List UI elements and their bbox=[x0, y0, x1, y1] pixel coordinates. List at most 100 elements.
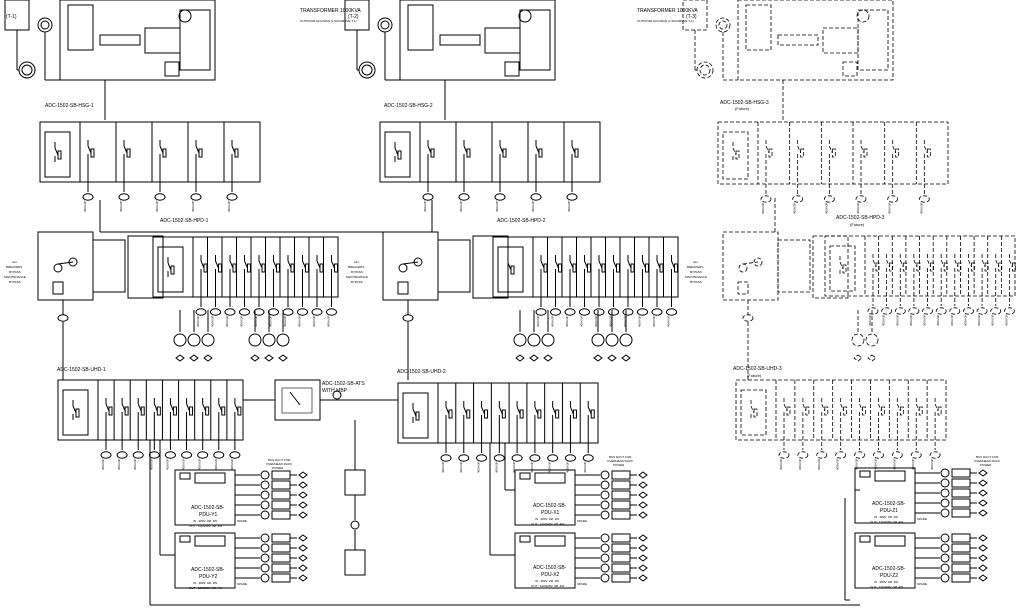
svg-text:MAINTENANCE: MAINTENANCE bbox=[685, 275, 707, 279]
pdu-breaker bbox=[271, 543, 291, 553]
main-section bbox=[384, 131, 411, 178]
pdu-x2-l4: OUT : 120/208V, 3Ø, 4W bbox=[531, 584, 564, 588]
meter-circle bbox=[68, 257, 78, 267]
breaker-tag bbox=[189, 406, 194, 416]
ct-symbol bbox=[358, 61, 376, 79]
pdu-transformer bbox=[194, 535, 226, 547]
breaker-tag bbox=[247, 263, 251, 273]
feeder-rating: 400A/3P bbox=[856, 202, 860, 214]
bypass-switch-box bbox=[777, 239, 811, 293]
spare-label: SPARE bbox=[917, 517, 927, 521]
switchboard bbox=[39, 121, 261, 183]
feeder-tag-bubble bbox=[792, 195, 804, 203]
pdu-breaker bbox=[611, 533, 631, 543]
pdu-breaker bbox=[271, 573, 291, 583]
control-box bbox=[519, 9, 551, 71]
feeder-rating: 400A/3P bbox=[240, 315, 244, 327]
breaker-contact bbox=[995, 259, 1000, 268]
busduct-note-1: BUS DUCT FOR OVERHEAD RACK POWER bbox=[266, 458, 292, 470]
pdu-ct bbox=[260, 510, 270, 520]
breaker-tag bbox=[397, 281, 409, 295]
breaker-tag bbox=[543, 263, 548, 273]
feeder-rating: 400A/3P bbox=[530, 461, 534, 473]
feeder-tag-bubble bbox=[651, 308, 663, 316]
control-box bbox=[857, 9, 889, 71]
svg-text:ALL: ALL bbox=[693, 260, 699, 264]
pdu-ct bbox=[940, 508, 950, 518]
breaker-tag bbox=[737, 281, 749, 295]
motor-symbol bbox=[513, 333, 527, 347]
feeder-rating: 400A/3P bbox=[117, 458, 121, 470]
feeder-rating: 400A/3P bbox=[254, 315, 258, 327]
breaker-contact bbox=[732, 147, 737, 156]
breaker-tag bbox=[52, 281, 64, 295]
note-diamond bbox=[298, 481, 308, 489]
pdu-ct bbox=[940, 498, 950, 508]
pdu-ct bbox=[260, 470, 270, 480]
feeder-rating: 400A/3P bbox=[327, 315, 331, 327]
pdu-transformer bbox=[534, 472, 566, 484]
breaker-tag bbox=[659, 263, 664, 273]
hpd1-label: ADC-1502-SB-HPD-1 bbox=[160, 218, 209, 224]
note-diamond bbox=[638, 471, 648, 479]
svg-text:BUS DUCT FOR: BUS DUCT FOR bbox=[976, 455, 999, 459]
pdu-ct bbox=[260, 533, 270, 543]
note-diamond bbox=[298, 511, 308, 519]
feeder-rating: 400A/3P bbox=[761, 202, 765, 214]
breaker-tag bbox=[448, 409, 453, 419]
note-diamond bbox=[978, 509, 988, 517]
breaker-tag bbox=[831, 148, 836, 158]
feeder-rating: 400A/3P bbox=[298, 315, 302, 327]
feeder-tag-bubble bbox=[881, 307, 893, 315]
breaker-contact bbox=[886, 259, 891, 268]
breaker-tag bbox=[162, 148, 167, 158]
feeder-tag-bubble bbox=[239, 308, 250, 316]
breaker-tag bbox=[501, 409, 506, 419]
bypass-cabinet bbox=[37, 231, 94, 301]
breaker-tag bbox=[203, 263, 208, 273]
breaker-tag bbox=[502, 148, 507, 158]
breaker-tag bbox=[290, 263, 295, 273]
feeder-tag-bubble bbox=[458, 454, 470, 462]
breaker-tag bbox=[753, 408, 758, 418]
feeder-rating: 400A/3P bbox=[888, 202, 892, 214]
meter-circle bbox=[753, 257, 763, 267]
pdu-z1-l3: IN : 480V, 3Ø, 3W bbox=[874, 515, 898, 519]
motor-symbol bbox=[173, 333, 187, 347]
feeder-tag-bubble bbox=[100, 451, 112, 459]
breaker-contact bbox=[859, 403, 863, 412]
breaker-tag bbox=[305, 263, 309, 273]
ct-symbol-inner bbox=[699, 64, 711, 76]
pdu-x1-l4: OUT : 120/208V, 3Ø, 4W bbox=[531, 522, 564, 526]
feeder-rating: 400A/3P bbox=[868, 314, 872, 326]
feeder-tag-bubble bbox=[550, 308, 561, 316]
feeder-rating: 400A/3P bbox=[667, 315, 671, 327]
svg-text:OVERHEAD RACK: OVERHEAD RACK bbox=[974, 459, 1000, 463]
bypass-cabinet bbox=[382, 231, 439, 301]
pdu-breaker bbox=[611, 553, 631, 563]
motor-symbol bbox=[865, 333, 879, 347]
feeder-rating: 400A/3P bbox=[531, 200, 535, 212]
motor-symbol bbox=[851, 333, 865, 347]
note-diamond bbox=[978, 479, 988, 487]
breaker-tag bbox=[538, 148, 543, 158]
breaker-tag bbox=[800, 148, 805, 158]
note-diamond bbox=[593, 354, 603, 362]
feeder-rating: 400A/3P bbox=[230, 458, 234, 470]
motor-symbol bbox=[276, 333, 290, 347]
breaker-tag bbox=[205, 406, 210, 416]
feeder-tag-bubble bbox=[440, 454, 452, 462]
service-breaker-box bbox=[745, 4, 772, 51]
feeder-rating: 400A/3P bbox=[963, 314, 967, 326]
note-diamond bbox=[638, 574, 648, 582]
switchboard bbox=[57, 379, 244, 441]
feeder-rating: 400A/3P bbox=[991, 314, 995, 326]
feeder-rating: 400A/3P bbox=[779, 458, 783, 470]
feeder-tag-bubble bbox=[268, 308, 279, 316]
note-diamond bbox=[175, 354, 185, 362]
svg-text:BYPASS: BYPASS bbox=[9, 270, 21, 274]
feeder-tag-bubble bbox=[929, 451, 941, 459]
breaker-tag bbox=[232, 263, 237, 273]
breaker-contact bbox=[892, 145, 897, 154]
feeder-rating: 400A/3P bbox=[892, 458, 896, 470]
